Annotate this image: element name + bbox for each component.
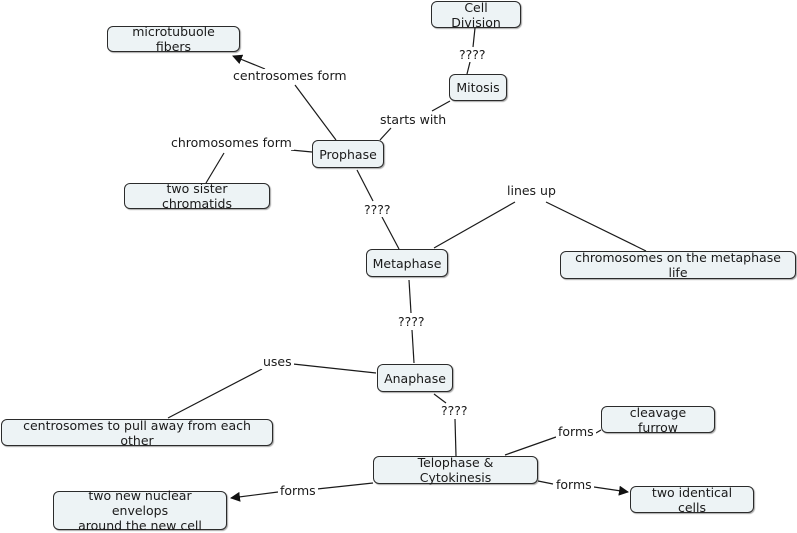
link-label-lines-up[interactable]: lines up — [505, 183, 558, 198]
link-label-starts-with[interactable]: starts with — [378, 112, 449, 127]
concept-cell-division[interactable]: Cell Division — [431, 0, 521, 30]
link-label-division-mitosis[interactable]: ???? — [457, 47, 488, 62]
link-label-centrosomes-form[interactable]: centrosomes form — [231, 68, 349, 83]
link-label-forms-cells[interactable]: forms — [554, 477, 594, 492]
link-label-anaphase-telophase[interactable]: ???? — [439, 403, 470, 418]
connector — [411, 329, 415, 364]
connector — [545, 201, 647, 252]
connector — [454, 418, 457, 457]
concept-microtubule-fibers[interactable]: microtubuole fibers — [107, 24, 240, 54]
connector — [292, 363, 377, 374]
connector — [356, 169, 374, 202]
connector — [431, 100, 451, 112]
connector — [205, 152, 225, 184]
concept-telophase-cytokinesis[interactable]: Telophase & Cytokinesis — [373, 455, 538, 485]
connector — [316, 482, 374, 490]
connector — [433, 393, 447, 404]
link-label-forms-cleavage[interactable]: forms — [556, 424, 596, 439]
concept-two-sister-chromatids[interactable]: two sister chromatids — [124, 181, 270, 211]
connector — [408, 279, 412, 314]
concept-centrosomes-pull-away[interactable]: centrosomes to pull away from each other — [1, 418, 273, 448]
connector — [290, 149, 313, 153]
connector — [537, 480, 554, 485]
concept-nuclear-envelopes[interactable]: two new nuclear envelops around the new … — [53, 488, 227, 533]
connector — [433, 201, 516, 249]
concept-cleavage-furrow[interactable]: cleavage furrow — [601, 405, 715, 435]
connector — [167, 368, 263, 419]
concept-metaphase[interactable]: Metaphase — [366, 249, 448, 277]
link-label-metaphase-anaphase[interactable]: ???? — [396, 314, 427, 329]
connector — [294, 84, 337, 141]
link-label-uses[interactable]: uses — [261, 354, 294, 369]
connector — [593, 485, 629, 496]
concept-chromosomes-on-metaphase-line[interactable]: chromosomes on the metaphase life — [560, 250, 796, 280]
link-label-chromosomes-form[interactable]: chromosomes form — [169, 135, 294, 150]
concept-two-identical-cells[interactable]: two identical cells — [630, 485, 754, 515]
connector — [466, 61, 471, 75]
connector — [472, 27, 476, 48]
concept-mitosis[interactable]: Mitosis — [449, 74, 507, 101]
link-label-prophase-metaphase[interactable]: ???? — [362, 202, 393, 217]
connector — [504, 436, 557, 456]
connector — [595, 429, 602, 434]
concept-prophase[interactable]: Prophase — [312, 140, 384, 168]
link-label-forms-envelopes[interactable]: forms — [278, 483, 318, 498]
connector — [381, 216, 400, 250]
connector — [379, 127, 392, 141]
concept-anaphase[interactable]: Anaphase — [377, 364, 453, 392]
connector — [230, 491, 279, 502]
connector — [232, 54, 266, 70]
